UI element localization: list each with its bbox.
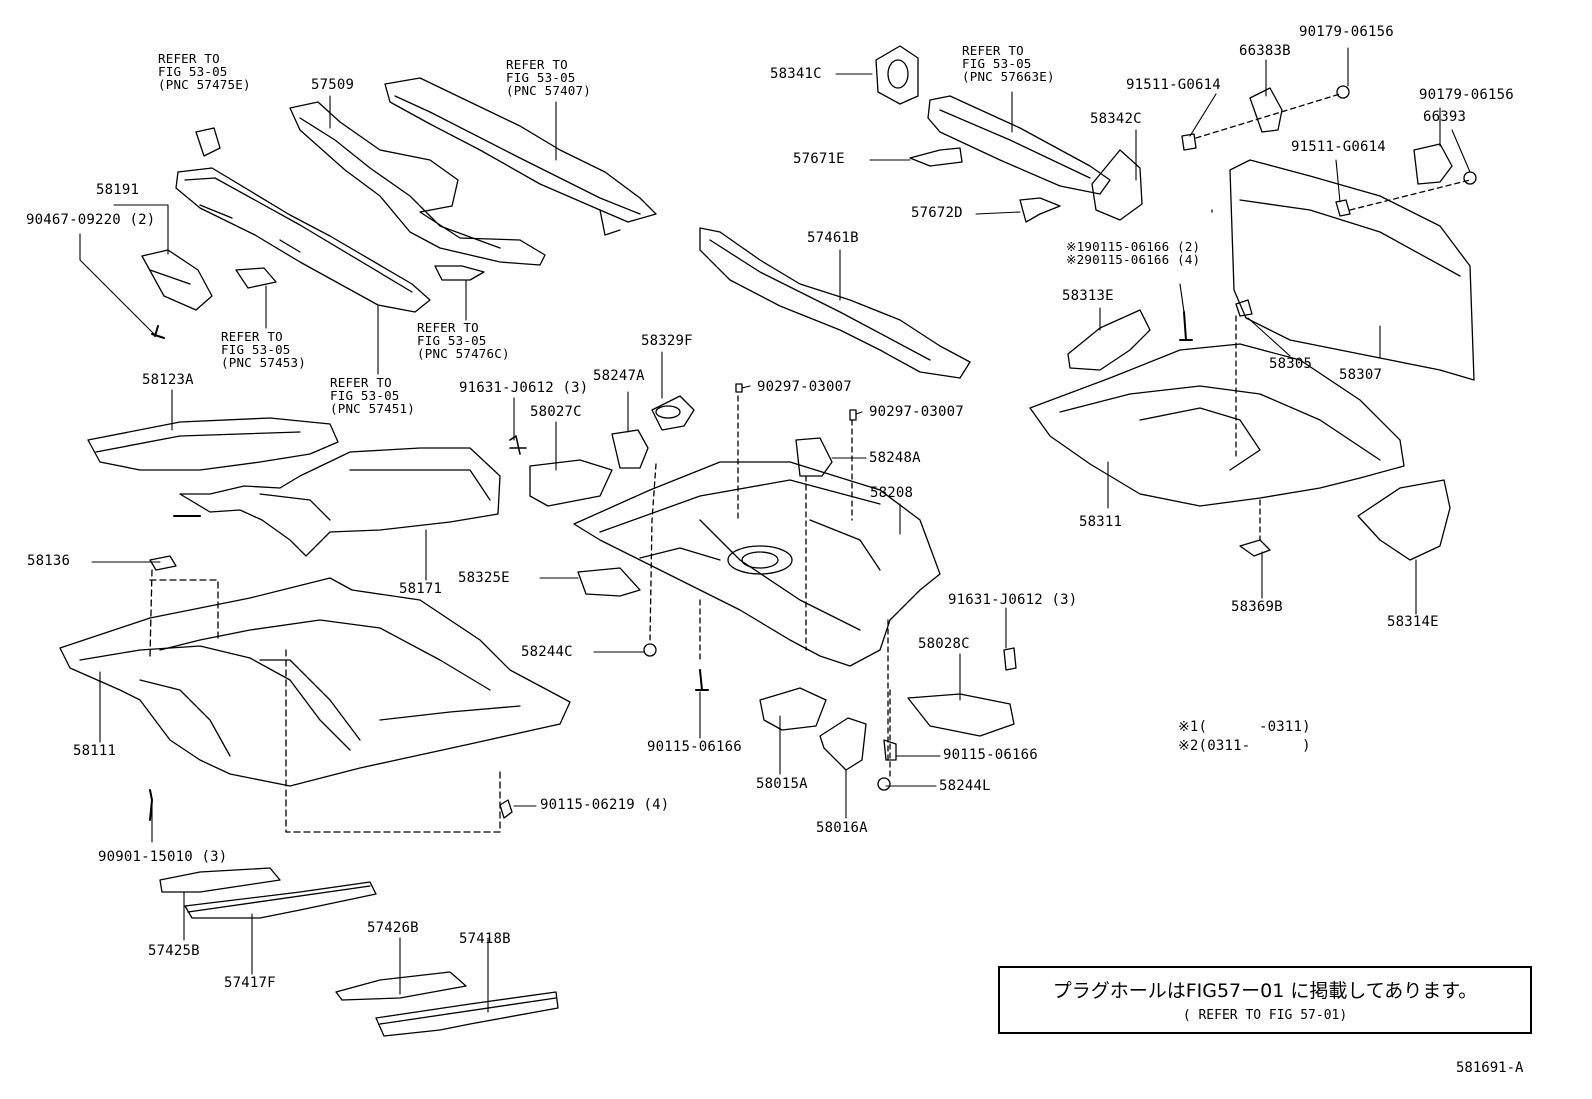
part-label-58028C: 58028C bbox=[918, 636, 970, 652]
footnote-1: ※1( -0311) bbox=[1178, 719, 1311, 735]
part-label-91511-G0614-b: 91511-G0614 bbox=[1291, 139, 1386, 155]
rear-floor-58311-group bbox=[1029, 299, 1451, 561]
part-label-57671E: 57671E bbox=[793, 151, 845, 167]
floor-58123A-group bbox=[87, 417, 501, 557]
part-label-91631-J0612-left: 91631-J0612 (3) bbox=[459, 380, 589, 396]
figure-id: 581691-A bbox=[1456, 1060, 1524, 1076]
part-label-58244L: 58244L bbox=[939, 778, 991, 794]
part-label-58136: 58136 bbox=[27, 553, 71, 569]
part-label-90901-15010: 90901-15010 (3) bbox=[98, 849, 228, 865]
plug-hole-note-box: プラグホールはFIG57ー01 に掲載してあります。 ( REFER TO FI… bbox=[998, 966, 1532, 1034]
part-label-57417F: 57417F bbox=[224, 975, 276, 991]
part-label-58311: 58311 bbox=[1079, 514, 1123, 530]
reference-note-57451: REFER TO FIG 53-05 (PNC 57451) bbox=[330, 375, 415, 416]
rail-57509-group bbox=[289, 101, 546, 281]
part-label-58191: 58191 bbox=[96, 182, 140, 198]
part-label-57461B: 57461B bbox=[807, 230, 859, 246]
part-label-58016A: 58016A bbox=[816, 820, 868, 836]
part-label-90115-06166-variants: ※190115-06166 (2) ※290115-06166 (4) bbox=[1066, 239, 1201, 267]
part-label-58247A: 58247A bbox=[593, 368, 645, 384]
part-label-58244C: 58244C bbox=[521, 644, 573, 660]
part-label-91511-G0614-a: 91511-G0614 bbox=[1126, 77, 1221, 93]
part-label-58342C: 58342C bbox=[1090, 111, 1142, 127]
rail-57407-group bbox=[384, 77, 657, 236]
part-label-58248A: 58248A bbox=[869, 450, 921, 466]
part-label-58341C: 58341C bbox=[770, 66, 822, 82]
reference-note-57407: REFER TO FIG 53-05 (PNC 57407) bbox=[506, 57, 591, 98]
part-label-90115-06166-a: 90115-06166 bbox=[647, 739, 742, 755]
plug-hole-note-english: ( REFER TO FIG 57-01) bbox=[1182, 1008, 1348, 1023]
leader-lines bbox=[79, 47, 1471, 1013]
brace-57461B-group bbox=[699, 227, 971, 379]
part-label-58208: 58208 bbox=[870, 485, 914, 501]
reference-note-57453: REFER TO FIG 53-05 (PNC 57453) bbox=[221, 329, 306, 370]
floor-58111-group bbox=[59, 555, 571, 833]
floor-58208-group bbox=[509, 383, 1017, 791]
part-label-58314E: 58314E bbox=[1387, 614, 1439, 630]
part-label-58027C: 58027C bbox=[530, 404, 582, 420]
part-label-58329F: 58329F bbox=[641, 333, 693, 349]
rail-58191-group bbox=[141, 127, 431, 339]
part-label-57509: 57509 bbox=[311, 77, 355, 93]
part-label-90115-06219: 90115-06219 (4) bbox=[540, 797, 670, 813]
sill-group-2 bbox=[335, 971, 559, 1037]
part-label-58325E: 58325E bbox=[458, 570, 510, 586]
part-label-90297-03007-b: 90297-03007 bbox=[869, 404, 964, 420]
part-label-90467-09220: 90467-09220 (2) bbox=[26, 212, 156, 228]
plug-hole-note-japanese: プラグホールはFIG57ー01 に掲載してあります。 bbox=[1052, 980, 1478, 1002]
part-label-90115-06166-b: 90115-06166 bbox=[943, 747, 1038, 763]
part-label-57418B: 57418B bbox=[459, 931, 511, 947]
part-label-57425B: 57425B bbox=[148, 943, 200, 959]
part-label-58123A: 58123A bbox=[142, 372, 194, 388]
part-label-66383B: 66383B bbox=[1239, 43, 1291, 59]
part-label-58307: 58307 bbox=[1339, 367, 1383, 383]
part-label-58111: 58111 bbox=[73, 743, 117, 759]
upper-right-crossmember-group bbox=[875, 45, 1143, 223]
footnote-2: ※2(0311- ) bbox=[1178, 738, 1311, 754]
part-label-58369B: 58369B bbox=[1231, 599, 1283, 615]
reference-note-57476c: REFER TO FIG 53-05 (PNC 57476C) bbox=[417, 320, 510, 361]
part-label-91631-J0612-right: 91631-J0612 (3) bbox=[948, 592, 1078, 608]
part-label-57672D: 57672D bbox=[911, 205, 963, 221]
part-label-58171: 58171 bbox=[399, 581, 443, 597]
part-label-58015A: 58015A bbox=[756, 776, 808, 792]
part-label-66393: 66393 bbox=[1423, 109, 1467, 125]
rear-panel-58307-group bbox=[1181, 85, 1477, 381]
part-label-58305: 58305 bbox=[1269, 356, 1313, 372]
part-label-58313E: 58313E bbox=[1062, 288, 1114, 304]
part-label-90179-06156-a: 90179-06156 bbox=[1299, 24, 1394, 40]
reference-note-57663e: REFER TO FIG 53-05 (PNC 57663E) bbox=[962, 43, 1055, 84]
sill-group-1 bbox=[159, 867, 377, 919]
part-label-57426B: 57426B bbox=[367, 920, 419, 936]
part-label-90179-06156-b: 90179-06156 bbox=[1419, 87, 1514, 103]
reference-note-57475e: REFER TO FIG 53-05 (PNC 57475E) bbox=[158, 51, 251, 92]
part-label-90297-03007-a: 90297-03007 bbox=[757, 379, 852, 395]
